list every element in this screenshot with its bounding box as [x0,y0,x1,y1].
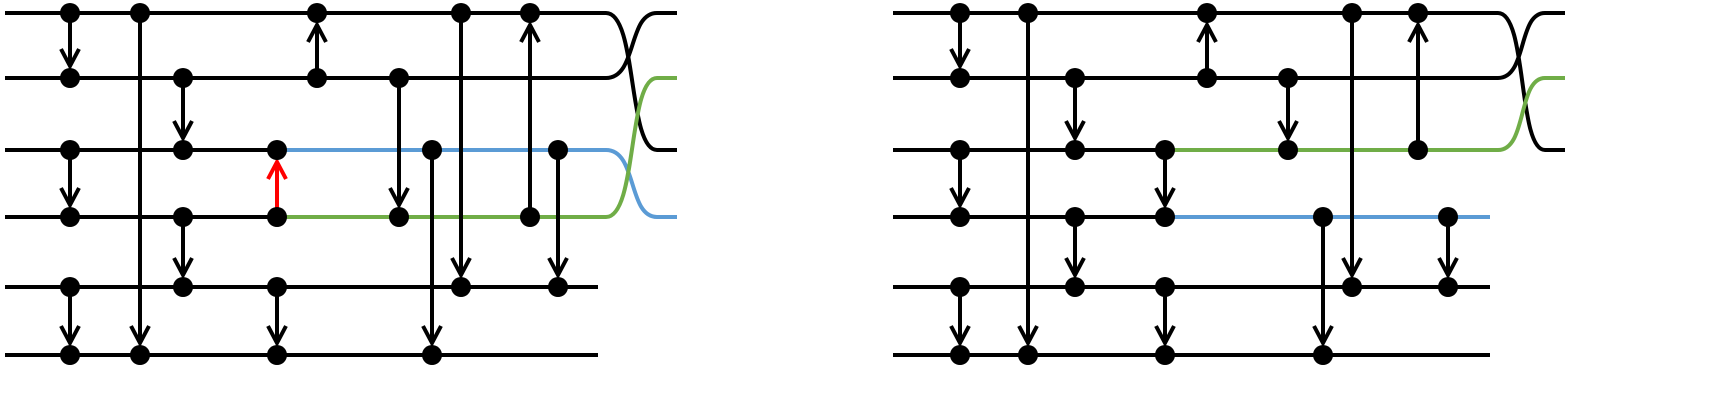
arrowhead-icon [1312,325,1334,348]
arrowhead-icon [1277,120,1299,143]
target-dot [1278,140,1298,160]
control-dot [1278,68,1298,88]
arrowhead-icon [172,120,194,143]
arrowhead-icon [172,257,194,280]
target-dot [1313,345,1333,365]
control-dot [60,140,80,160]
target-dot [267,140,287,160]
arrowhead-icon [1154,187,1176,210]
target-dot [422,345,442,365]
target-dot [60,68,80,88]
control-dot [1155,140,1175,160]
control-dot [1065,207,1085,227]
target-dot [173,140,193,160]
target-dot [950,207,970,227]
control-dot [1408,140,1428,160]
control-dot [1065,68,1085,88]
control-dot [1313,207,1333,227]
target-dot [1197,3,1217,23]
control-dot [1197,68,1217,88]
target-dot [1155,345,1175,365]
arrowhead-icon [1154,325,1176,348]
target-dot [950,345,970,365]
target-dot [389,207,409,227]
arrowhead-icon [1341,257,1363,280]
control-dot [389,68,409,88]
arrowhead-icon [949,325,971,348]
wire-permutation-crossing [598,11,677,152]
control-dot [1155,277,1175,297]
arrowhead-icon [450,257,472,280]
arrowhead-icon [519,20,541,43]
target-dot [173,277,193,297]
arrowhead-icon [1017,325,1039,348]
control-dot [173,68,193,88]
wire-permutation-crossing [598,11,677,80]
arrowhead-icon [949,48,971,71]
wire-permutation-crossing [598,148,677,219]
wire-permutation-crossing [1490,76,1565,152]
target-dot [1342,277,1362,297]
target-dot [548,277,568,297]
target-dot [1018,345,1038,365]
target-dot [950,68,970,88]
arrowhead-icon [421,325,443,348]
control-dot [451,3,471,23]
control-dot [520,207,540,227]
arrowhead-icon [1064,120,1086,143]
arrowhead-icon [266,325,288,348]
target-dot [1408,3,1428,23]
wire-permutation-crossing [1490,11,1565,152]
control-dot [548,140,568,160]
target-dot [451,277,471,297]
wire-permutation-crossing [1490,11,1565,80]
arrowhead-icon [266,157,288,180]
target-dot [267,345,287,365]
arrowhead-icon [129,325,151,348]
arrowhead-icon [306,20,328,43]
control-dot [950,277,970,297]
target-dot [130,345,150,365]
arrowhead-icon [59,325,81,348]
arrowhead-icon [1196,20,1218,43]
control-dot [307,68,327,88]
target-dot [60,207,80,227]
target-dot [1438,277,1458,297]
target-dot [1155,207,1175,227]
arrowhead-icon [547,257,569,280]
arrowhead-icon [59,48,81,71]
arrowhead-icon [388,187,410,210]
arrowhead-icon [1437,257,1459,280]
arrowhead-icon [1064,257,1086,280]
control-dot [422,140,442,160]
control-dot [60,277,80,297]
control-dot [173,207,193,227]
arrowhead-icon [59,187,81,210]
control-dot [1018,3,1038,23]
control-dot [1438,207,1458,227]
target-dot [520,3,540,23]
control-dot [1342,3,1362,23]
target-dot [1065,277,1085,297]
wire-permutation-crossing [598,76,677,219]
control-dot [950,3,970,23]
control-dot [267,207,287,227]
target-dot [307,3,327,23]
arrowhead-icon [1407,20,1429,43]
target-dot [60,345,80,365]
control-dot [130,3,150,23]
control-dot [60,3,80,23]
control-dot [950,140,970,160]
arrowhead-icon [949,187,971,210]
target-dot [1065,140,1085,160]
control-dot [267,277,287,297]
